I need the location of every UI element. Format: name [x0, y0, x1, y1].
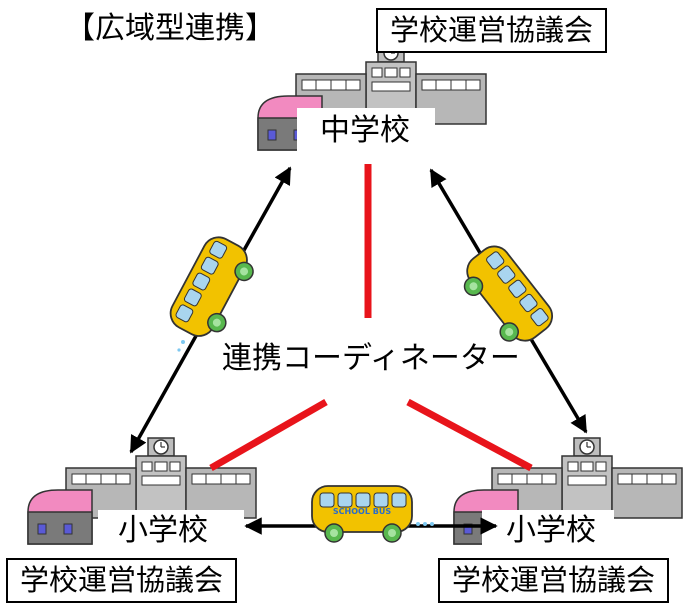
diagram-title: 【広域型連携】 [65, 11, 275, 46]
junior-high-label: 中学校 [320, 113, 410, 148]
left-elementary-label: 小学校 [118, 513, 208, 548]
right-elementary-label: 小学校 [506, 513, 596, 548]
link-to-left-elementary [209, 398, 328, 472]
bus-sign: SCHOOL BUS [333, 507, 391, 516]
council-box-junior-high: 学校運営協議会 [376, 8, 608, 54]
school-bus-left [164, 230, 263, 352]
coordinator-links [209, 164, 533, 472]
council-box-right-elementary: 学校運営協議会 [438, 558, 670, 604]
school-bus-bottom: SCHOOL BUS [311, 485, 434, 543]
link-to-right-elementary [406, 398, 533, 472]
council-box-left-elementary: 学校運営協議会 [6, 558, 238, 604]
school-bus-right [451, 239, 560, 355]
coordinator-label: 連携コーディネーター [222, 341, 520, 376]
